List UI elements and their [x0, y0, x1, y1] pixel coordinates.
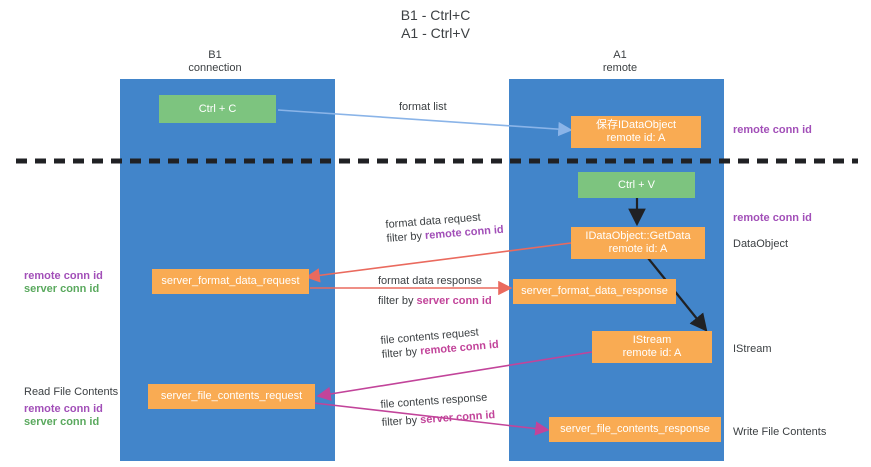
box-server-format-data-request-label: server_format_data_request	[161, 275, 300, 287]
side-label-remote-conn-id-top: remote conn id	[733, 124, 812, 136]
box-save-idataobject[interactable]: 保存IDataObject remote id: A	[571, 116, 701, 148]
filter-prefix: filter by	[381, 414, 421, 429]
column-header-b1: B1 connection	[155, 49, 275, 75]
filter-key-server-conn-id: server conn id	[416, 295, 492, 307]
side-label-write-file-contents: Write File Contents	[733, 426, 827, 438]
box-server-file-contents-response[interactable]: server_file_contents_response	[549, 417, 721, 442]
edge-label-format-data-response-text: format data response	[378, 275, 482, 287]
side-label-left-remote-conn-id-mid: remote conn id	[24, 270, 103, 282]
box-istream[interactable]: IStream remote id: A	[592, 331, 712, 363]
side-label-left-server-conn-id-mid: server conn id	[24, 283, 100, 295]
box-istream-line1: IStream	[632, 334, 672, 346]
box-ctrl-c-label: Ctrl + C	[198, 102, 237, 115]
edge-label-file-contents-response: file contents response filter by server …	[380, 390, 496, 430]
filter-prefix: filter by	[386, 229, 426, 245]
box-ctrl-v[interactable]: Ctrl + V	[578, 172, 695, 198]
side-label-istream: IStream	[733, 343, 772, 355]
edge-label-file-contents-request: file contents request filter by remote c…	[380, 324, 499, 362]
side-label-remote-conn-id-mid: remote conn id	[733, 212, 812, 224]
title-line-1: B1 - Ctrl+C	[400, 7, 471, 23]
column-header-a1-name: A1	[613, 49, 627, 61]
box-ctrl-v-label: Ctrl + V	[618, 178, 655, 191]
side-label-left-server-conn-id-bottom: server conn id	[24, 416, 100, 428]
box-save-idataobject-line1: 保存IDataObject	[595, 119, 677, 131]
box-ctrl-c[interactable]: Ctrl + C	[159, 95, 276, 123]
edge-label-format-data-response: format data response filter by server co…	[378, 274, 492, 308]
box-server-file-contents-request[interactable]: server_file_contents_request	[148, 384, 315, 409]
edge-label-file-contents-response-filter: filter by server conn id	[381, 408, 495, 430]
column-header-b1-name: B1	[208, 49, 222, 61]
edge-label-format-data-response-filter: filter by server conn id	[378, 294, 492, 308]
box-server-format-data-response[interactable]: server_format_data_response	[513, 279, 676, 304]
box-idataobject-getdata-line1: IDataObject::GetData	[585, 230, 691, 242]
column-header-b1-role: connection	[188, 62, 242, 74]
filter-prefix: filter by	[381, 345, 421, 361]
side-label-read-file-contents: Read File Contents	[24, 386, 119, 398]
filter-key-server-conn-id: server conn id	[419, 409, 496, 427]
box-istream-line2: remote id: A	[622, 347, 682, 359]
column-header-a1-role: remote	[602, 62, 638, 74]
box-server-format-data-response-label: server_format_data_response	[521, 285, 668, 297]
title-line-2: A1 - Ctrl+V	[401, 25, 470, 41]
box-idataobject-getdata-line2: remote id: A	[608, 243, 668, 255]
box-idataobject-getdata[interactable]: IDataObject::GetData remote id: A	[571, 227, 705, 259]
box-server-format-data-request[interactable]: server_format_data_request	[152, 269, 309, 294]
side-label-dataobject: DataObject	[733, 238, 789, 250]
column-header-a1: A1 remote	[560, 49, 680, 75]
box-server-file-contents-response-label: server_file_contents_response	[560, 423, 710, 435]
filter-prefix: filter by	[378, 295, 417, 307]
page-title: B1 - Ctrl+C A1 - Ctrl+V	[0, 6, 871, 42]
side-label-left-remote-conn-id-bottom: remote conn id	[24, 403, 103, 415]
box-save-idataobject-line2: remote id: A	[606, 132, 666, 144]
box-server-file-contents-request-label: server_file_contents_request	[160, 390, 303, 402]
edge-label-format-list: format list	[399, 101, 447, 113]
edge-label-format-data-request: format data request filter by remote con…	[385, 209, 504, 246]
